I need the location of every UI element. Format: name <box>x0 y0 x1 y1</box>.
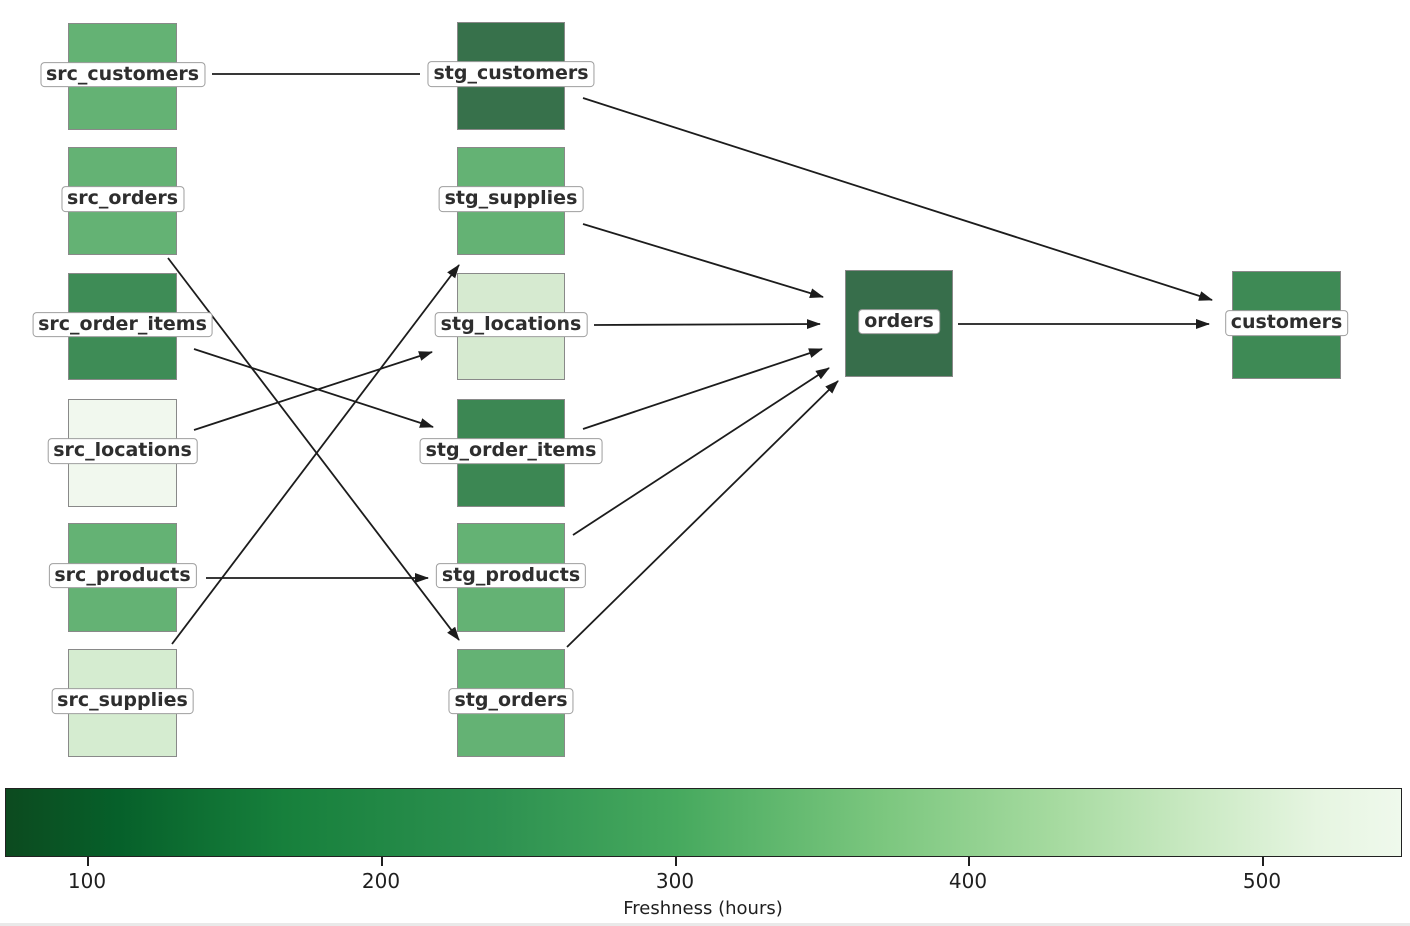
colorbar-tick <box>968 857 970 866</box>
edge-src_order_items-to-stg_order_items <box>193 348 434 428</box>
node-label-stg_locations: stg_locations <box>434 311 588 338</box>
edge-stg_products-to-orders <box>572 367 830 536</box>
edge-stg_orders-to-orders <box>566 380 839 648</box>
node-label-src_products: src_products <box>48 562 197 589</box>
edge-src_locations-to-stg_locations <box>193 351 433 431</box>
edge-stg_order_items-to-orders <box>582 348 823 430</box>
node-label-src_order_items: src_order_items <box>32 311 213 338</box>
node-label-src_supplies: src_supplies <box>51 688 194 714</box>
freshness-colorbar <box>5 788 1402 857</box>
node-label-orders: orders <box>858 308 940 335</box>
colorbar-tick-label: 400 <box>948 869 988 893</box>
edge-stg_locations-to-orders <box>593 319 821 330</box>
node-label-stg_customers: stg_customers <box>427 61 595 87</box>
colorbar-tick-label: 300 <box>655 869 695 893</box>
colorbar-tick-label: 500 <box>1242 869 1282 893</box>
node-label-customers: customers <box>1224 310 1349 336</box>
window-bottom-edge <box>0 923 1410 926</box>
colorbar-tick-label: 200 <box>361 869 401 893</box>
node-label-stg_supplies: stg_supplies <box>438 186 584 212</box>
node-label-stg_orders: stg_orders <box>448 688 574 714</box>
node-label-src_customers: src_customers <box>39 61 206 88</box>
edge-stg_supplies-to-orders <box>582 223 824 299</box>
edge-src_supplies-to-stg_supplies <box>171 264 460 645</box>
colorbar-tick <box>675 857 677 866</box>
node-label-src_locations: src_locations <box>47 438 198 464</box>
colorbar-axis-label: Freshness (hours) <box>623 898 783 919</box>
node-label-stg_products: stg_products <box>435 562 587 589</box>
node-label-stg_order_items: stg_order_items <box>419 438 603 464</box>
node-label-src_orders: src_orders <box>60 186 185 212</box>
colorbar-tick <box>1262 857 1264 866</box>
colorbar-tick-label: 100 <box>67 869 107 893</box>
colorbar-tick <box>381 857 383 866</box>
colorbar-tick <box>87 857 89 866</box>
